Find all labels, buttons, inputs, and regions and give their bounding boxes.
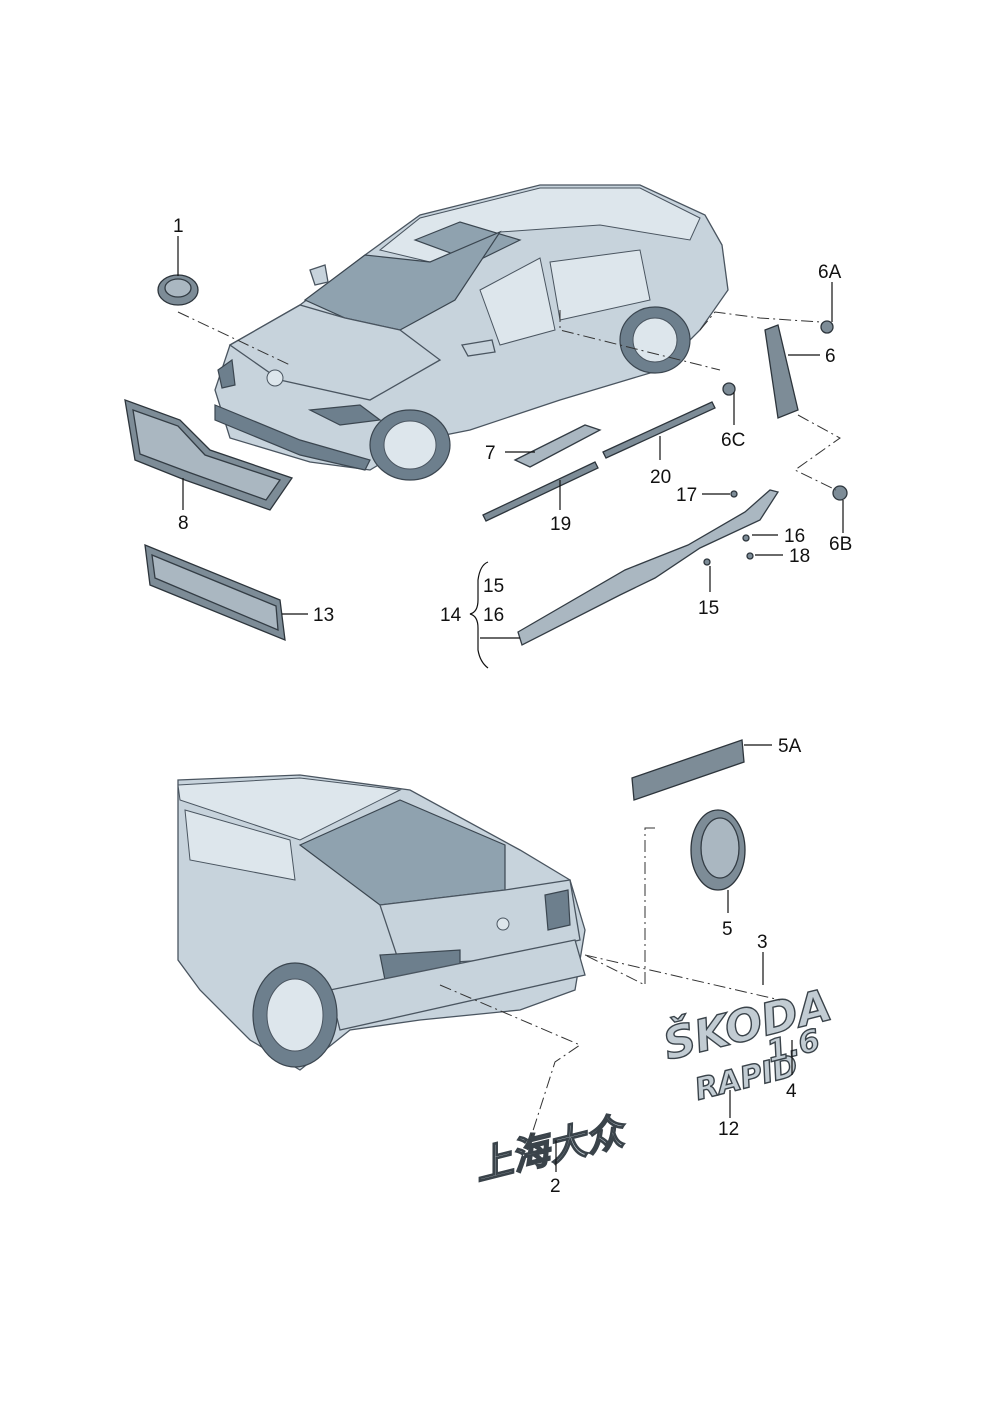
callout-20: 20 bbox=[650, 467, 671, 488]
fastener-clips bbox=[703, 320, 848, 566]
callout-1: 1 bbox=[173, 216, 184, 237]
callout-6: 6 bbox=[825, 346, 836, 367]
part-13-lower-grille bbox=[144, 543, 286, 642]
callout-15b: 15 bbox=[698, 598, 719, 619]
callout-labels: 1 6A 6 6C 6B 7 20 8 19 17 16 18 13 15 14… bbox=[173, 216, 852, 1197]
callout-14: 14 bbox=[440, 605, 462, 626]
callout-6C: 6C bbox=[721, 430, 745, 451]
callout-15a: 15 bbox=[483, 576, 504, 597]
part-7-sticker bbox=[513, 424, 602, 468]
part-14-sill-trim bbox=[517, 489, 780, 646]
rear-car-illustration bbox=[177, 774, 586, 1071]
callout-2: 2 bbox=[550, 1176, 561, 1197]
part-19-trim-strip bbox=[482, 461, 599, 522]
callout-19: 19 bbox=[550, 514, 571, 535]
callout-7: 7 bbox=[485, 443, 496, 464]
callout-18: 18 bbox=[789, 546, 810, 567]
callout-16b: 16 bbox=[483, 605, 504, 626]
callout-17: 17 bbox=[676, 485, 697, 506]
part-5A-plate bbox=[631, 739, 745, 801]
callout-6B: 6B bbox=[829, 534, 852, 555]
callout-4: 4 bbox=[786, 1081, 797, 1102]
part-8-front-grille bbox=[124, 399, 294, 511]
callout-12: 12 bbox=[718, 1119, 739, 1140]
callout-13: 13 bbox=[313, 605, 334, 626]
callout-6A: 6A bbox=[818, 262, 842, 283]
part-20-trim-strip bbox=[602, 401, 716, 459]
callout-8: 8 bbox=[178, 513, 189, 534]
part-1-front-emblem bbox=[157, 274, 199, 306]
dash-lines bbox=[177, 310, 841, 1141]
part-5-rear-emblem bbox=[690, 809, 746, 891]
part-6-pillar-trim bbox=[764, 324, 799, 419]
callout-3: 3 bbox=[757, 932, 768, 953]
front-car-illustration bbox=[214, 184, 729, 481]
leader-lines bbox=[177, 236, 844, 1172]
callout-5: 5 bbox=[722, 919, 733, 940]
callout-5A: 5A bbox=[778, 736, 802, 757]
callout-16a: 16 bbox=[784, 526, 805, 547]
